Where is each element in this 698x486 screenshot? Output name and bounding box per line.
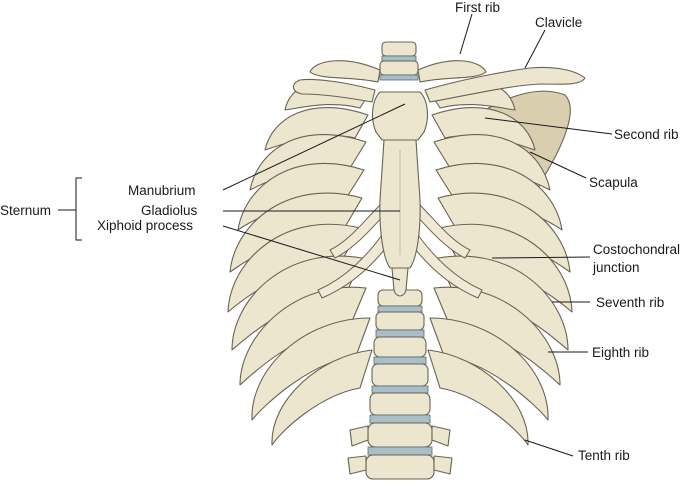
- left-ribs: [227, 60, 381, 446]
- label-gladiolus: Gladiolus: [141, 203, 198, 218]
- sternum-bracket: [58, 177, 82, 241]
- sternum: [371, 91, 429, 297]
- label-scapula: Scapula: [589, 175, 638, 190]
- label-xiphoid-process: Xiphoid process: [97, 218, 193, 233]
- label-sternum: Sternum: [0, 203, 51, 218]
- vertebral-column: [347, 289, 453, 480]
- label-eighth-rib: Eighth rib: [592, 345, 649, 360]
- xiphoid-shape: [391, 267, 409, 297]
- label-second-rib: Second rib: [614, 127, 679, 142]
- clavicles: [292, 66, 586, 103]
- leader-costochondral: [491, 256, 591, 259]
- label-seventh-rib: Seventh rib: [596, 295, 664, 310]
- leader-clavicle: [524, 29, 546, 69]
- right-ribs: [417, 60, 573, 446]
- leader-xiphoid: [222, 225, 401, 281]
- labels: First rib Clavicle Second rib Scapula St…: [0, 0, 680, 463]
- leader-manubrium: [222, 103, 406, 191]
- label-costochondral: Costochondral: [593, 242, 680, 257]
- leader-lines: [222, 13, 613, 457]
- label-tenth-rib: Tenth rib: [578, 448, 630, 463]
- label-clavicle: Clavicle: [535, 15, 582, 30]
- leader-second-rib: [484, 117, 613, 135]
- leader-tenth-rib: [524, 439, 574, 457]
- leader-scapula: [529, 151, 587, 179]
- label-first-rib: First rib: [455, 0, 500, 15]
- label-manubrium: Manubrium: [128, 183, 196, 198]
- leader-first-rib: [459, 13, 473, 55]
- costal-cartilages: [317, 204, 483, 299]
- manubrium-shape: [371, 91, 429, 141]
- label-junction: junction: [592, 260, 640, 275]
- cervical-vertebra: [379, 41, 419, 81]
